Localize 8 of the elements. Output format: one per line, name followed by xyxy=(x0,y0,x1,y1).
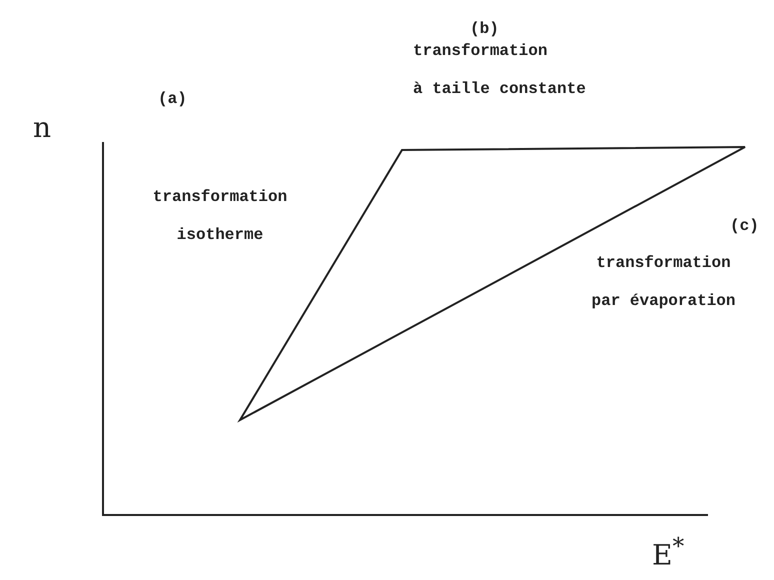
curve-label: transformation par évaporation xyxy=(590,253,737,312)
panel-letter: (c) xyxy=(730,216,759,237)
axis-label: E$^{*}$ xyxy=(652,531,684,572)
panel-letter: (a) xyxy=(158,89,187,110)
curve-label: transformation à taille constante xyxy=(413,41,586,100)
panel-letter: (b) xyxy=(470,19,499,40)
axis-label: n xyxy=(33,112,52,144)
curve-label: transformation isotherme xyxy=(152,187,288,246)
